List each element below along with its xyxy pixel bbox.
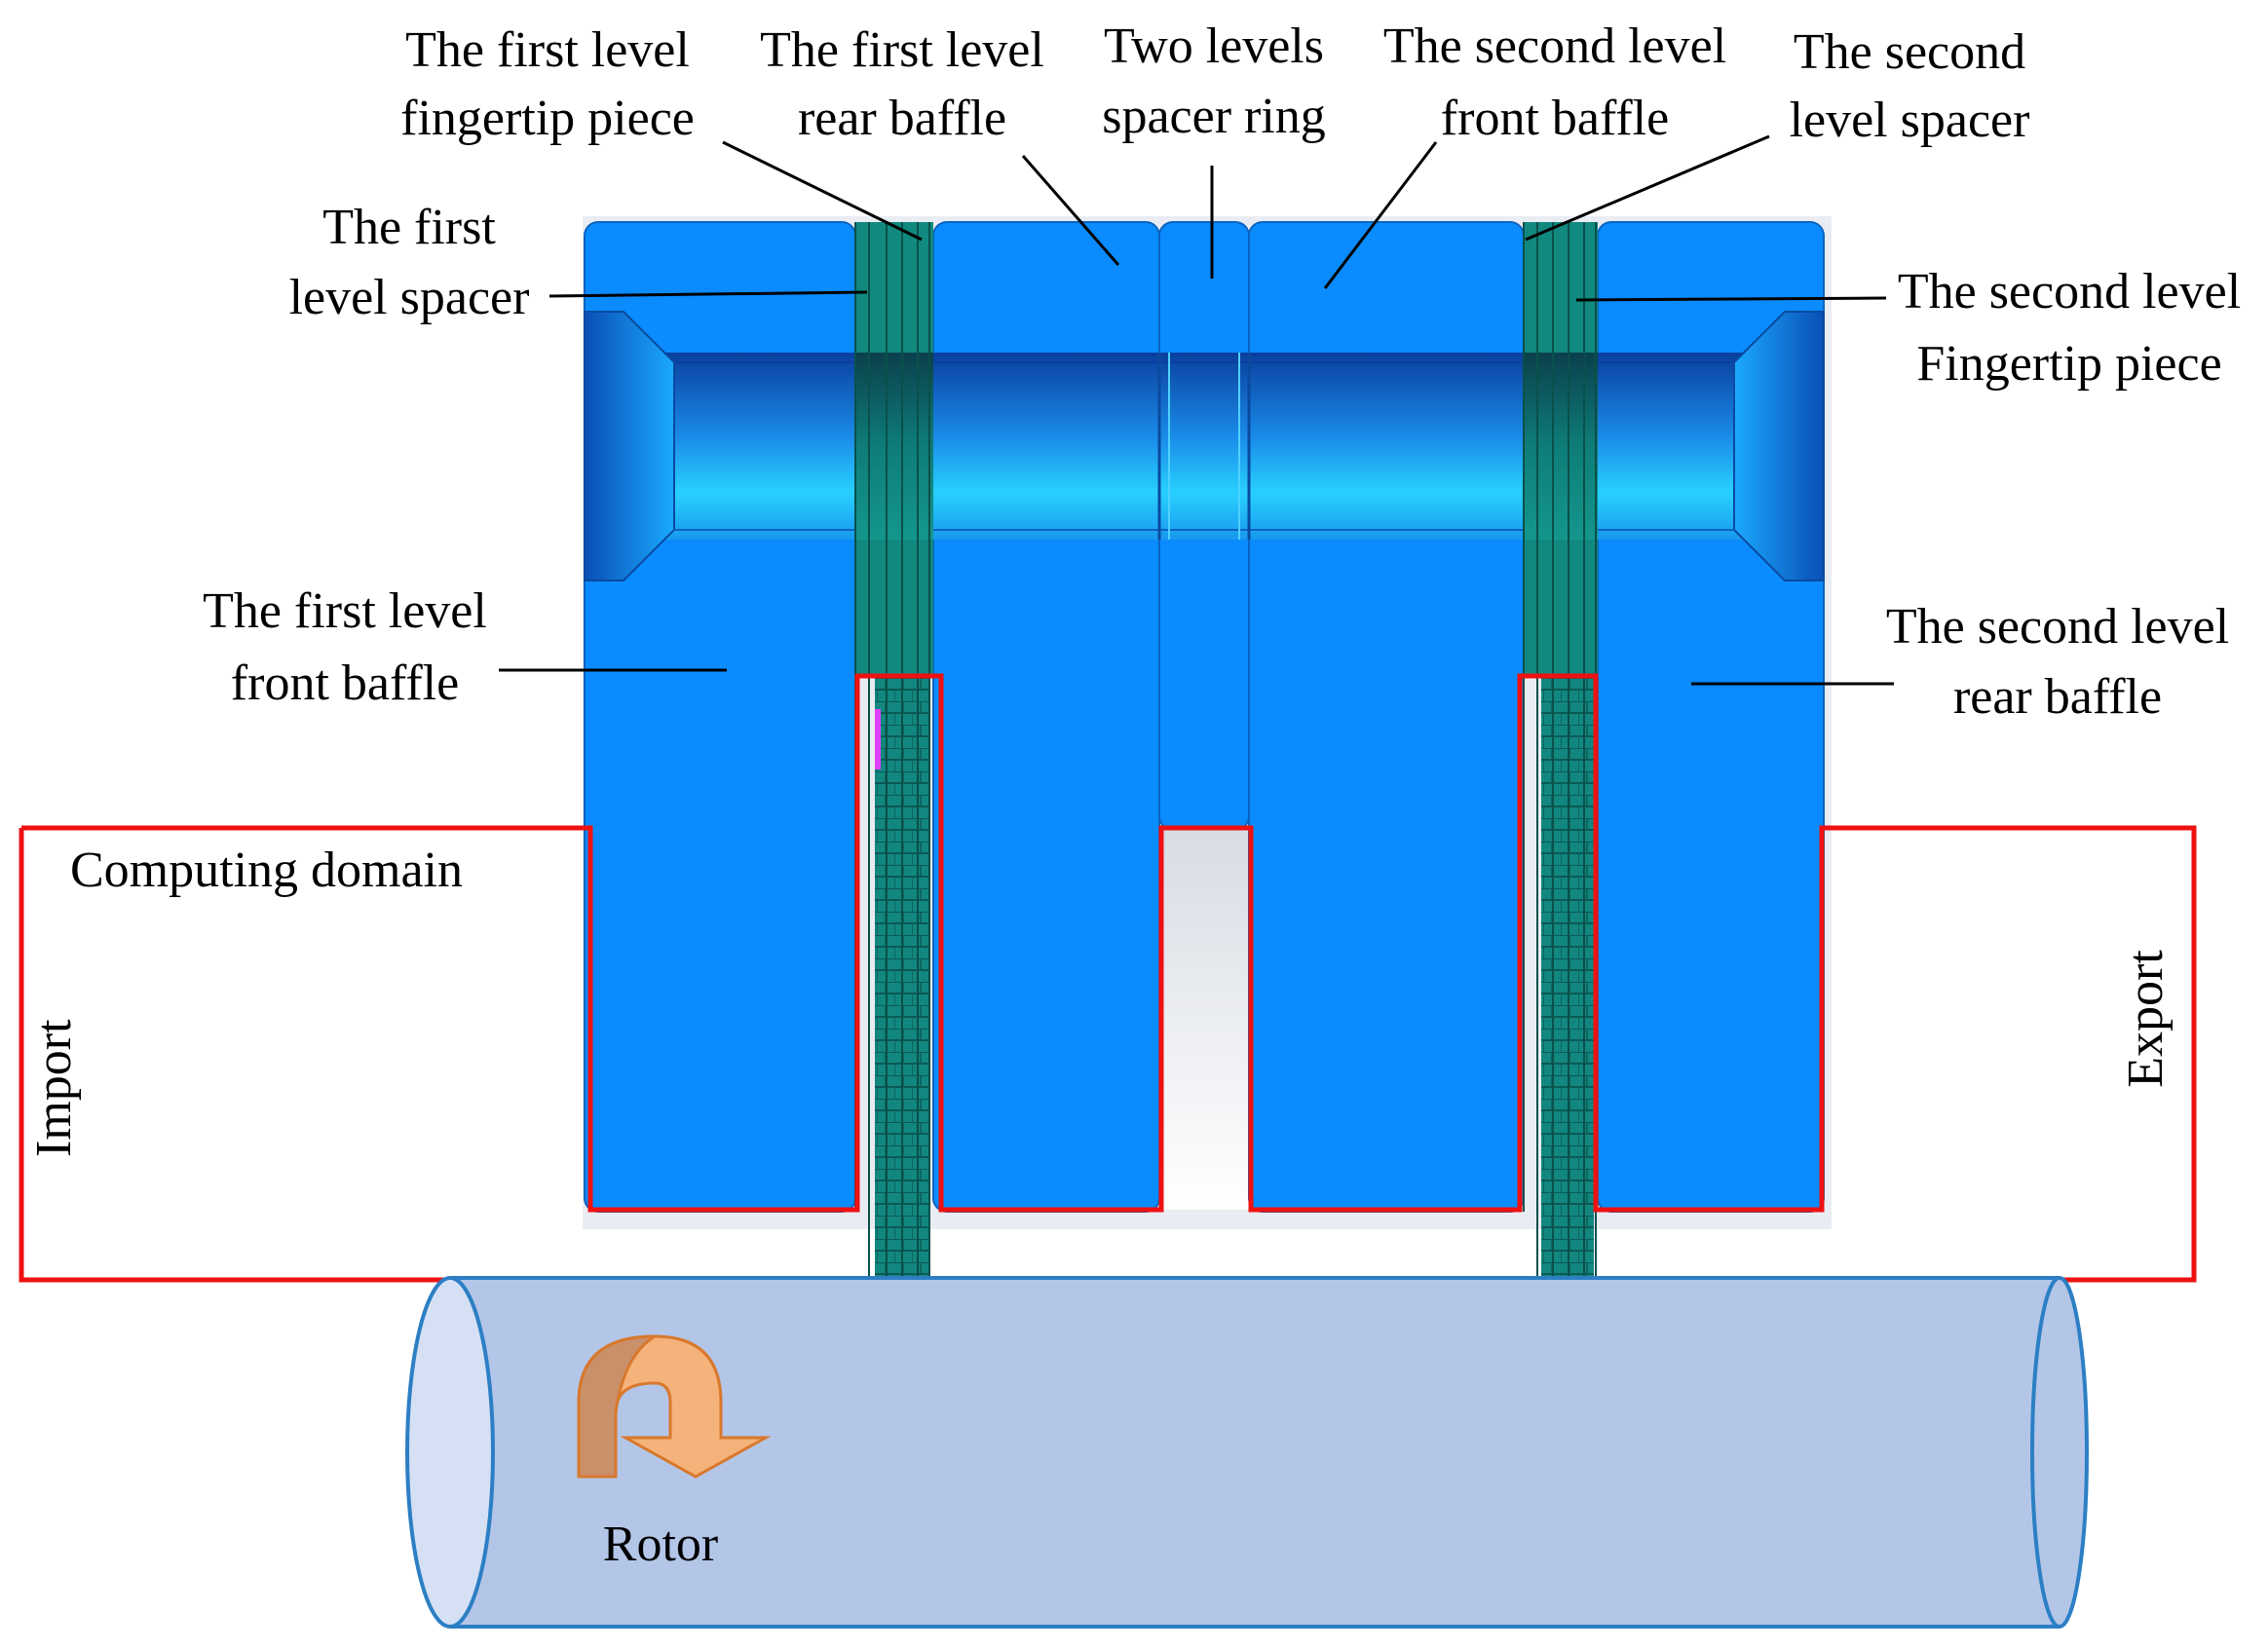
label-spacer-ring-line2: spacer ring	[1102, 89, 1326, 144]
label-computing-domain: Computing domain	[70, 843, 463, 898]
label-second-front-baffle-line2: front baffle	[1440, 91, 1670, 146]
label-first-front-baffle-line2: front baffle	[230, 656, 460, 711]
label-second-fingertip-line1: The second level	[1897, 264, 2242, 319]
label-second-rear-baffle-line2: rear baffle	[1952, 669, 2163, 725]
bore-channel	[584, 311, 1825, 581]
label-export: Export	[2118, 950, 2174, 1088]
label-first-fingertip-line2: fingertip piece	[400, 91, 695, 146]
label-second-spacer-line2: level spacer	[1789, 93, 2030, 148]
label-second-rear-baffle-line1: The second level	[1885, 599, 2230, 655]
label-first-fingertip-line1: The first level	[405, 22, 690, 78]
label-second-front-baffle-line1: The second level	[1382, 19, 1727, 74]
label-second-spacer-line1: The second	[1793, 24, 2026, 80]
label-first-spacer-line1: The first	[322, 200, 496, 255]
label-second-fingertip-line2: Fingertip piece	[1916, 336, 2222, 392]
label-rotor: Rotor	[602, 1517, 719, 1572]
label-first-rear-baffle-line2: rear baffle	[797, 91, 1007, 146]
label-spacer-ring-line1: Two levels	[1104, 19, 1324, 74]
computing-domain-outline	[19, 673, 2197, 1283]
label-first-rear-baffle-line1: The first level	[760, 22, 1044, 78]
label-first-spacer-line2: level spacer	[288, 270, 530, 325]
label-first-front-baffle-line1: The first level	[203, 583, 487, 639]
label-import: Import	[26, 1019, 82, 1157]
second-level-fingertip-pack	[1523, 222, 1598, 1276]
rotation-arrow-icon	[577, 1334, 772, 1479]
leader-lines	[499, 134, 1894, 686]
